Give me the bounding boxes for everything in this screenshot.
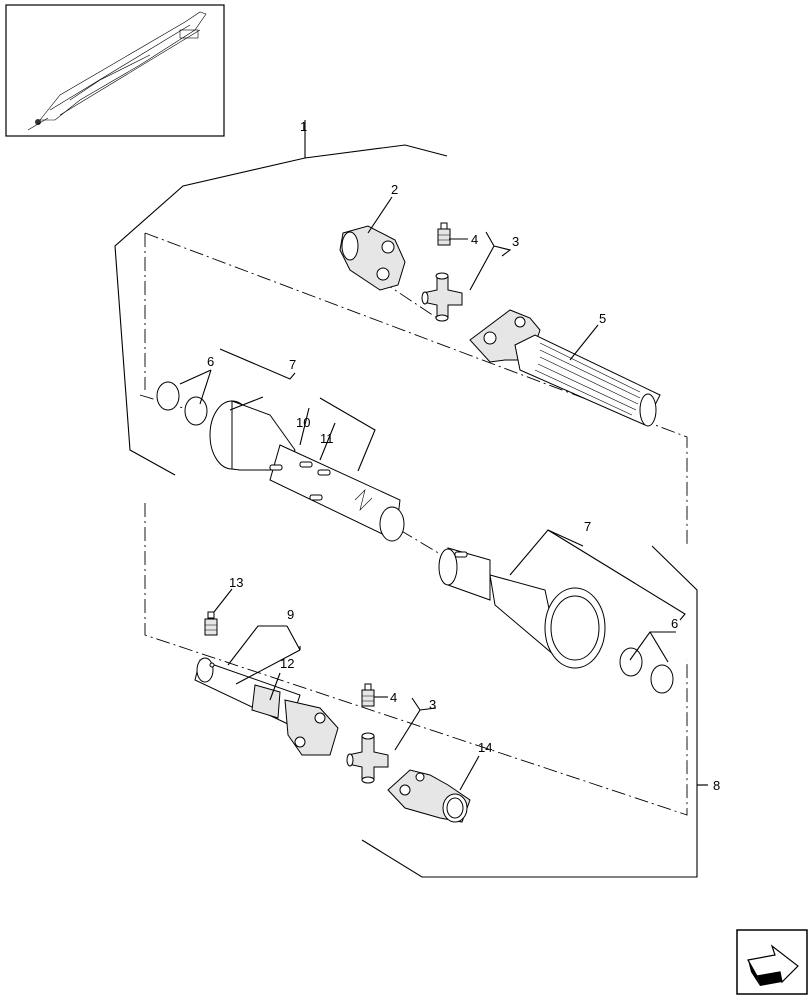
leader-lines — [179, 196, 708, 791]
callout-9: 9 — [287, 607, 294, 622]
callout-7-upper: 7 — [289, 357, 296, 372]
guard-tube-upper-part-7 — [209, 400, 405, 542]
universal-joint-cross-upper — [421, 272, 463, 322]
callout-13: 13 — [229, 575, 243, 590]
callout-6-lower: 6 — [671, 616, 678, 631]
callout-3-lower: 3 — [429, 697, 436, 712]
circlip-pair-upper — [156, 381, 208, 426]
grease-fitting-part-13 — [204, 611, 218, 636]
grease-fitting-upper — [437, 222, 451, 246]
callout-6-upper: 6 — [207, 354, 214, 369]
callout-11: 11 — [320, 431, 334, 446]
machine-overview-thumbnail — [27, 11, 207, 131]
callout-labels: 1 2 4 3 5 6 7 10 11 7 13 9 6 12 4 3 14 8 — [207, 119, 720, 793]
circlip-pair-lower — [619, 647, 674, 694]
splined-shaft-part-5 — [469, 309, 661, 427]
callout-1: 1 — [300, 119, 307, 134]
callout-4-upper: 4 — [471, 232, 478, 247]
callout-3-upper: 3 — [512, 234, 519, 249]
callout-5: 5 — [599, 311, 606, 326]
grease-fitting-lower — [361, 683, 375, 707]
assembly-1-outline — [114, 120, 448, 476]
next-page-button[interactable] — [736, 929, 808, 995]
callout-14: 14 — [478, 740, 492, 755]
splined-yoke-part-14 — [387, 769, 471, 823]
yoke-lower — [284, 699, 339, 756]
callout-8: 8 — [713, 778, 720, 793]
callout-4-lower: 4 — [390, 690, 397, 705]
yoke-part-2 — [339, 225, 406, 291]
universal-joint-cross-lower — [346, 732, 389, 784]
overview-thumbnail — [5, 4, 225, 137]
callout-7-lower: 7 — [584, 519, 591, 534]
callout-12: 12 — [280, 656, 294, 671]
guard-tube-lower-part-7 — [438, 547, 606, 669]
callout-2: 2 — [391, 182, 398, 197]
callout-10: 10 — [296, 415, 310, 430]
lower-centerline-box — [144, 503, 688, 816]
next-page-arrow-icon — [747, 944, 799, 986]
